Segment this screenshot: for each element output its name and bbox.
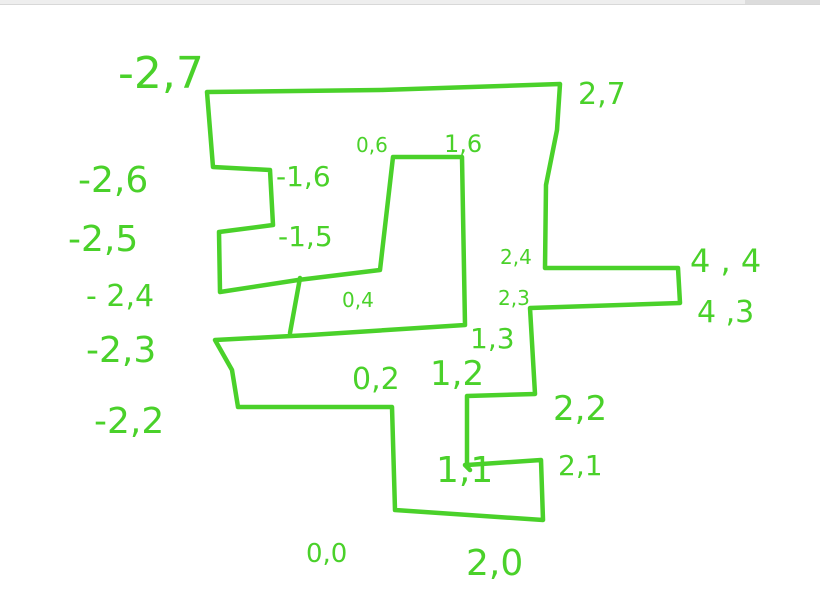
window-top-edge [0,0,820,5]
label-2-1: 2,1 [558,449,603,482]
label-minus-2-2: -2,2 [94,401,164,442]
label-2-0: 2,0 [466,543,523,584]
sketch-shapes [204,81,683,523]
label-1-3: 1,3 [470,322,515,355]
label-2-3: 2,3 [498,286,530,310]
label-1-2: 1,2 [430,354,484,394]
label-4-4: 4 , 4 [690,242,761,280]
label-2-2: 2,2 [553,389,607,429]
coordinate-labels: -2,7 2,7 -2,6 -2,5 - 2,4 -2,3 -2,2 -1,6 … [68,48,761,584]
label-0-0: 0,0 [306,539,347,569]
label-minus-1-6: -1,6 [276,160,331,193]
label-4-3: 4 ,3 [697,295,754,330]
window-top-edge-accent [745,0,820,4]
inner-connector [287,275,303,336]
label-minus-2-3: -2,3 [86,330,156,371]
label-minus-2-6: -2,6 [78,160,148,201]
label-2-7: 2,7 [578,77,626,112]
label-minus-2-4: - 2,4 [86,279,154,314]
label-0-4: 0,4 [342,288,374,312]
inner-notch [462,462,473,473]
label-1-1: 1,1 [436,450,493,491]
outer-contour [204,81,683,523]
label-minus-2-5: -2,5 [68,219,138,260]
label-0-6: 0,6 [356,133,388,157]
label-1-6: 1,6 [444,130,482,158]
label-minus-2-7: -2,7 [118,48,204,99]
label-0-2: 0,2 [352,362,400,397]
label-minus-1-5: -1,5 [278,220,333,253]
label-2-4: 2,4 [500,245,532,269]
